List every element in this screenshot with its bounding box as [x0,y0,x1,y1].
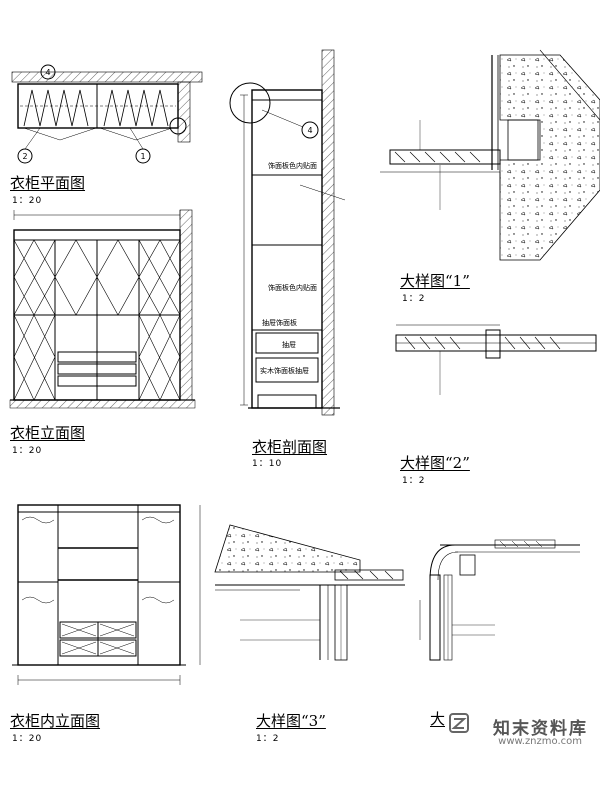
scale-wardrobe-inner-elevation: 1：20 [12,734,43,744]
section-tag: 4 [307,126,312,135]
wardrobe-elevation-drawing [9,209,196,409]
wardrobe-plan-drawing [11,64,203,164]
plan-tag-top: 4 [45,68,50,77]
detail-2-drawing [395,324,597,395]
title-detail-3: 大样图“3” [256,712,326,730]
detail-3-drawing [214,524,405,661]
scale-detail-3: 1：2 [256,734,280,744]
title-wardrobe-elevation: 衣柜立面图 [10,424,86,442]
watermark-text: 知末资料库 [493,719,588,739]
title-detail-4-partial: 大 [430,710,446,728]
scale-wardrobe-plan: 1：20 [12,196,43,206]
scale-detail-1: 1：2 [402,294,426,304]
section-label-drawer-1: 抽屉 [282,340,296,349]
section-label-middle: 饰面板色内贴面 [268,283,317,292]
scale-detail-2: 1：2 [402,476,426,486]
plan-tag-right: 1 [140,152,145,161]
detail-1-drawing [380,49,600,261]
scale-wardrobe-section: 1：10 [252,459,283,469]
watermark: 知末资料库 www.znzmo.com [448,712,596,752]
title-detail-2: 大样图“2” [400,454,470,472]
section-label-drawer-2: 实木饰面板抽屉 [260,366,309,375]
watermark-url: www.znzmo.com [498,736,582,747]
wardrobe-section-drawing [229,49,346,416]
scale-wardrobe-elevation: 1：20 [12,446,43,456]
title-wardrobe-inner-elevation: 衣柜内立面图 [10,712,101,730]
detail-4-drawing [419,539,580,661]
plan-tag-left: 2 [22,152,27,161]
watermark-logo-icon [449,713,469,733]
title-detail-1: 大样图“1” [400,272,470,290]
title-wardrobe-section: 衣柜剖面图 [252,438,328,456]
section-label-upper: 饰面板色内贴面 [268,161,317,170]
wardrobe-inner-elevation-drawing [12,504,201,685]
title-wardrobe-plan: 衣柜平面图 [10,174,86,192]
section-label-lower: 抽屉饰面板 [262,318,297,327]
